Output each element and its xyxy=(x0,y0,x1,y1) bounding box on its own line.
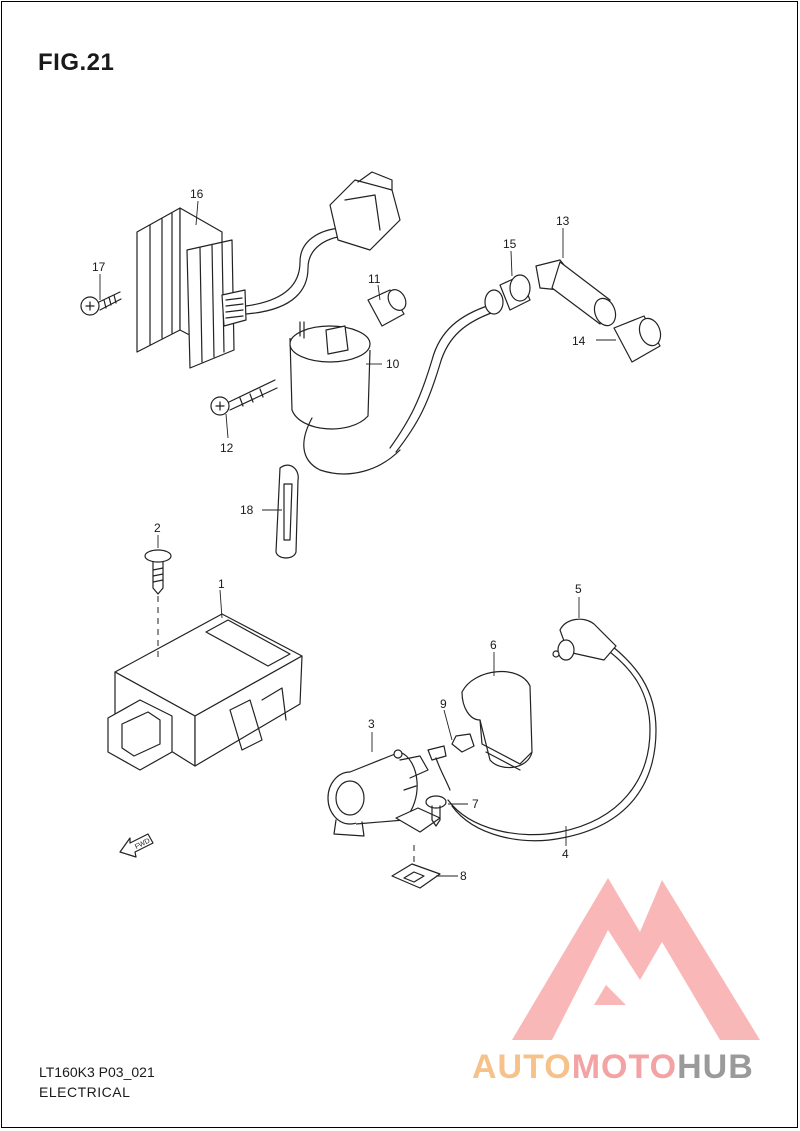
callout-4: 4 xyxy=(562,847,569,861)
wordmark-hub: HUB xyxy=(677,1048,754,1086)
callout-10: 10 xyxy=(386,357,400,371)
part-18-clamp xyxy=(275,464,299,559)
part-7-screw xyxy=(425,795,447,827)
regulator-harness xyxy=(245,171,401,315)
part-12-bolt xyxy=(210,379,278,416)
callout-15: 15 xyxy=(503,237,517,251)
part-11-sleeve xyxy=(367,289,407,327)
relay-terminal-lead xyxy=(427,745,451,791)
part-15-grommet xyxy=(484,274,531,315)
figure-section: ELECTRICAL xyxy=(39,1084,131,1100)
callout-13: 13 xyxy=(556,214,570,228)
watermark-wordmark: AUTOMOTOHUB xyxy=(472,1048,754,1087)
part-13-plug-cap xyxy=(535,259,617,327)
part-6-relay-cover xyxy=(461,671,533,771)
callout-16: 16 xyxy=(190,187,204,201)
callout-6: 6 xyxy=(490,638,497,652)
callout-2: 2 xyxy=(154,521,161,535)
callout-1: 1 xyxy=(218,577,225,591)
part-2-screw xyxy=(144,549,172,640)
callout-12: 12 xyxy=(220,441,234,455)
callout-11: 11 xyxy=(368,272,381,286)
part-9-nut xyxy=(451,733,475,753)
part-17-screw xyxy=(80,291,122,316)
leader-lines xyxy=(99,200,616,877)
part-10-ignition-coil xyxy=(289,321,401,475)
callout-14: 14 xyxy=(572,334,586,348)
figure-title: FIG.21 xyxy=(38,49,115,76)
callout-numbers: 1 2 3 4 5 6 7 8 9 10 11 12 13 14 15 16 1… xyxy=(92,187,586,883)
part-14-cap xyxy=(613,315,662,363)
callout-7: 7 xyxy=(472,797,479,811)
part-3-starter-relay xyxy=(327,749,429,837)
callout-8: 8 xyxy=(460,869,467,883)
fwd-arrow-icon: FWD xyxy=(119,833,154,858)
callout-17: 17 xyxy=(92,260,106,274)
part-8-bracket xyxy=(391,807,441,889)
callout-18: 18 xyxy=(240,503,254,517)
callout-9: 9 xyxy=(440,697,447,711)
wordmark-moto: MOTO xyxy=(571,1048,678,1086)
watermark-logo-icon xyxy=(512,878,760,1040)
part-1-cdi-unit xyxy=(107,613,303,771)
part-4-lead-wire xyxy=(447,645,657,842)
high-tension-cord xyxy=(389,304,495,453)
callout-3: 3 xyxy=(368,717,375,731)
wordmark-auto: AUTO xyxy=(472,1048,572,1086)
callout-5: 5 xyxy=(575,582,582,596)
part-5-terminal-cap xyxy=(552,618,617,661)
part-16-regulator-rectifier xyxy=(136,207,247,369)
figure-code: LT160K3 P03_021 xyxy=(39,1064,155,1080)
